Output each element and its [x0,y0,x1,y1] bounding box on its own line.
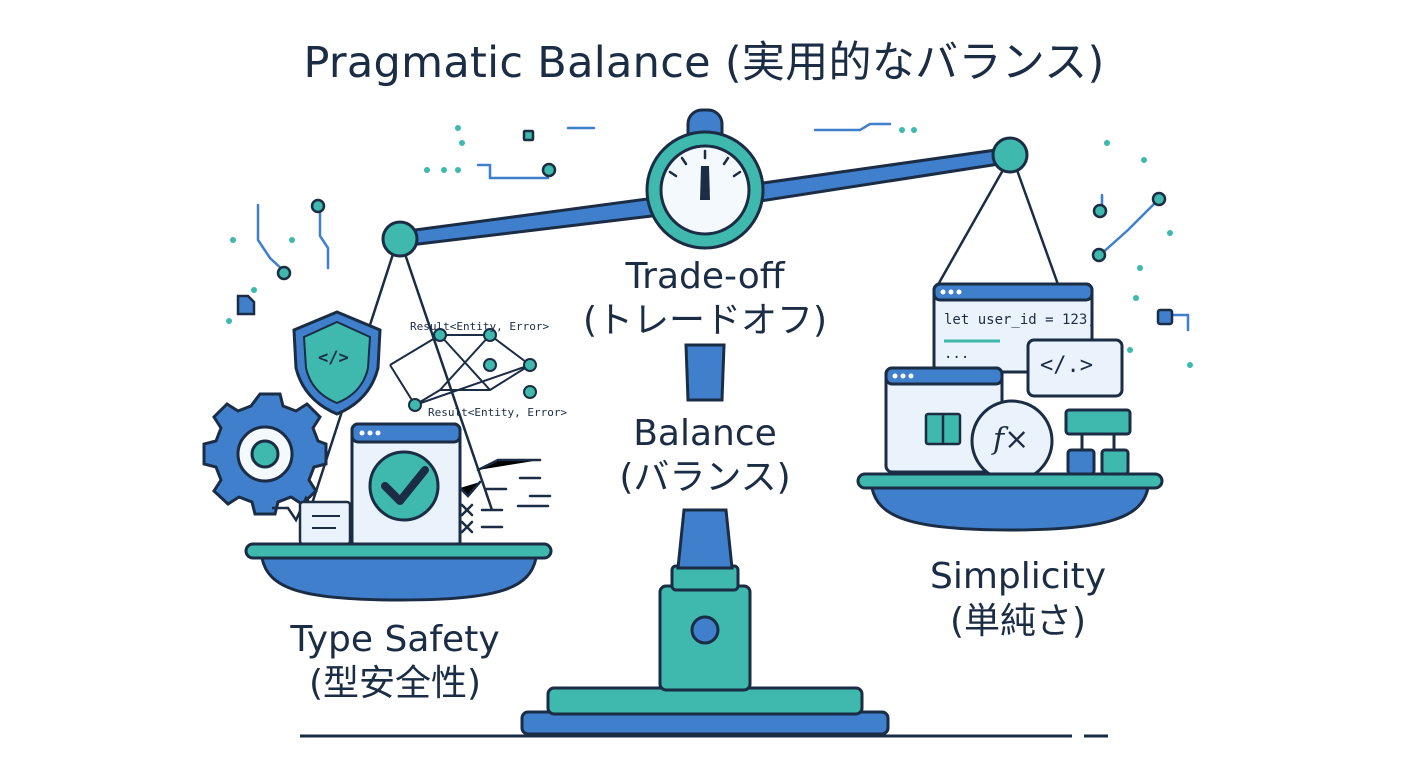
simplicity-label-ja: (単純さ) [949,601,1087,642]
type-safety-label: Type Safety [290,619,500,660]
code-snippet-result-1: Result<Entity, Error> [410,320,550,333]
code-line-let: let user_id = 123; [944,312,1096,328]
shield-code-icon: </> [318,348,349,368]
function-icon: f× [993,422,1030,457]
tradeoff-label: Trade-off [625,256,785,297]
circuit-nodes [276,129,1174,326]
balance-label-ja: (バランス) [619,457,791,498]
right-pan-contents [884,282,1132,483]
balance-label: Balance [633,413,777,454]
scale-beam [381,108,1029,258]
scale-stand [520,343,890,736]
left-pan-contents [202,310,552,550]
tag-code-icon: </.> [1040,353,1093,378]
right-pan [856,472,1164,532]
tradeoff-label-ja: (トレードオフ) [582,300,828,341]
left-pan [244,542,553,602]
dot-decoration [226,125,1193,368]
type-safety-label-ja: (型安全性) [308,663,482,704]
circuit-decoration [256,122,1190,332]
page-title: Pragmatic Balance (実用的なバランス) [303,38,1105,88]
right-strings [933,169,1062,291]
code-line-more: ... [944,346,970,362]
simplicity-label: Simplicity [930,556,1106,597]
file-icon [236,294,256,316]
code-snippet-result-2: Result<Entity, Error> [428,406,568,419]
